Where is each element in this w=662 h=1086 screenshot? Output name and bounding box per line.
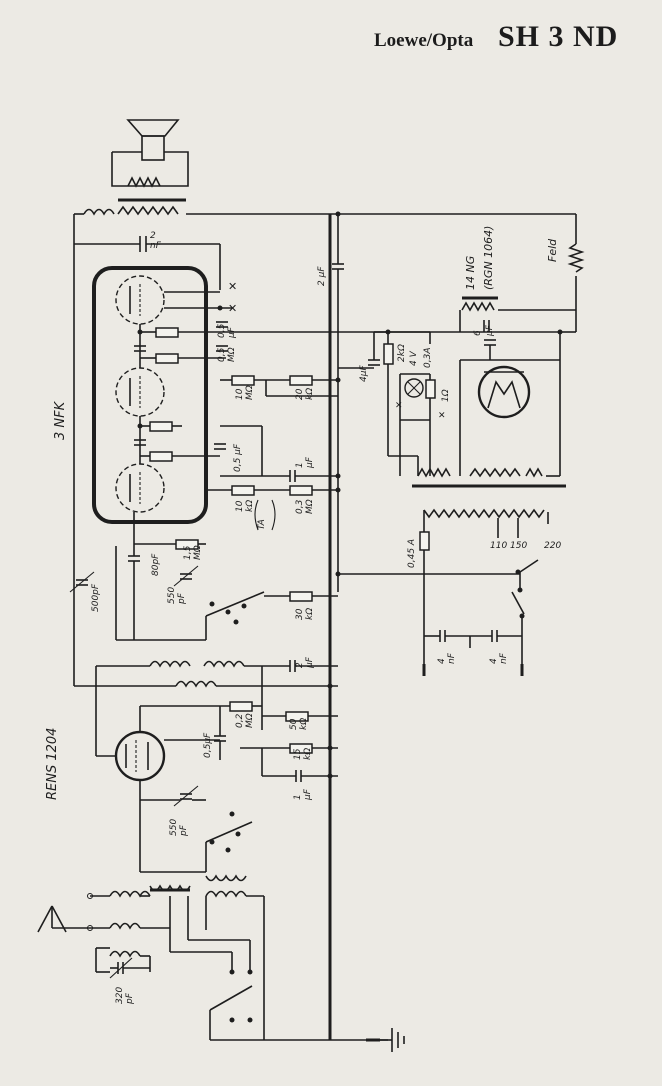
cap-80pf-label: 80pF — [151, 553, 161, 576]
feld-label: Feld — [546, 238, 559, 262]
triode-2-icon — [115, 367, 165, 417]
res-15m-unit: MΩ — [193, 545, 203, 560]
cap-500pf-label: 500pF — [91, 583, 101, 612]
ta-label: TA — [257, 519, 267, 530]
res-02m-label: 0,2 — [235, 713, 245, 728]
tube-rens1204-icon — [114, 730, 166, 782]
res-05m-unit: MΩ — [227, 347, 237, 362]
tube-3nfk-label: 3 NFK — [53, 400, 68, 440]
tube-rgn-label: (RGN 1064) — [482, 226, 495, 290]
loudspeaker-icon — [111, 119, 189, 188]
cap-550pf-a-unit: pF — [177, 592, 187, 605]
cap-05uf-b-label: 0,5 µF — [233, 443, 243, 472]
cap-1uf-unit: µF — [305, 456, 315, 469]
res-1ohm-label: 1Ω — [441, 389, 451, 402]
tube-3nfk-envelope — [92, 266, 208, 524]
ground-icon — [366, 1028, 405, 1052]
res-10m-unit: MΩ — [245, 385, 255, 400]
cap-1uf-label: 1 — [295, 462, 305, 468]
cap-2nf-top-label: 2 — [150, 231, 156, 241]
cap-4nf-a-unit: nF — [447, 652, 457, 664]
cap-1uf-b-unit: µF — [303, 788, 313, 801]
cap-550pf-a-label: 550 — [167, 587, 177, 604]
cap-6uf-label: 6 — [473, 330, 483, 336]
cap-4nf-b-label: 4 — [489, 658, 499, 664]
triode-3-icon — [115, 463, 165, 513]
res-10k-unit: kΩ — [245, 500, 255, 512]
rectifier-tube-icon — [477, 365, 531, 419]
cap-6uf-unit: µF — [485, 324, 495, 337]
band-switch-1-icon — [205, 591, 265, 640]
tube-rens1204-label: RENS 1204 — [45, 728, 60, 800]
cap-550pf-b-label: 550 — [169, 819, 179, 836]
x-mark-1: ✕ — [228, 280, 237, 293]
res-20k-unit: kΩ — [305, 388, 315, 400]
coil-pair-mid-icon — [149, 660, 245, 688]
cap-2uf-b-unit: µF — [305, 656, 315, 669]
res-03m-label: 0,3 — [295, 499, 305, 514]
power-transformer-icon — [412, 467, 566, 519]
band-switch-2-icon — [205, 811, 253, 853]
tap-110-label: 110 — [490, 541, 507, 551]
cap-1uf-b-label: 1 — [293, 794, 303, 800]
x-mark-4: ✕ — [438, 411, 446, 421]
cap-2uf-b-label: 2 — [295, 662, 305, 668]
res-30k-unit: kΩ — [305, 608, 315, 620]
model-label: SH 3 ND — [498, 20, 619, 53]
tap-150-label: 150 — [510, 541, 527, 551]
tap-220-label: 220 — [544, 541, 561, 551]
variable-cap-550pf-a-icon — [173, 565, 199, 587]
tube-14ng-label: 14 NG — [464, 256, 477, 290]
antenna-coils-icon — [109, 874, 247, 958]
output-transformer-icon — [73, 198, 576, 686]
res-2k-label: 2kΩ — [397, 344, 407, 362]
cap-320pf-label: 320 — [115, 987, 125, 1004]
cap-4nf-b-unit: nF — [499, 652, 509, 664]
volt-4v-label: 4 V — [409, 350, 419, 366]
manufacturer-label: Loewe/Opta — [374, 30, 474, 51]
fuse-label: 0,45 A — [407, 539, 417, 568]
x-mark-3: ✕ — [395, 401, 403, 411]
res-15m-label: 1,5 — [183, 545, 193, 560]
cap-320pf-unit: pF — [125, 992, 135, 1005]
res-03m-unit: MΩ — [305, 499, 315, 514]
res-15k-unit: kΩ — [303, 748, 313, 760]
x-mark-2: ✕ — [228, 302, 237, 315]
cap-05uf-label: 0,5 — [217, 323, 227, 338]
res-05m-label: 0,5 — [217, 347, 227, 362]
cap-2uf-vert-label: 2 µF — [317, 266, 327, 286]
cap-4uf-label: 4µF — [359, 365, 369, 382]
res-15k-label: 15 — [293, 748, 303, 760]
res-30k-label: 30 — [295, 608, 305, 620]
res-20k-label: 20 — [295, 388, 305, 400]
res-10m-label: 10 — [235, 388, 245, 400]
cap-2nf-top-unit: nF — [150, 241, 162, 251]
band-switch-3-icon — [209, 969, 253, 1040]
cap-05uf-unit: µF — [227, 326, 237, 339]
res-50k-label: 50 — [289, 718, 299, 730]
cap-4nf-a-label: 4 — [437, 658, 447, 664]
pilot-lamp-icon — [404, 378, 424, 398]
cap-550pf-b-unit: pF — [179, 824, 189, 837]
amp-03a-label: 0,3A — [423, 348, 433, 368]
res-50k-unit: kΩ — [299, 718, 309, 730]
variable-cap-500pf-icon — [69, 571, 95, 593]
variable-cap-550pf-b-icon — [173, 785, 199, 807]
triode-1-icon — [115, 275, 220, 325]
cap-05uf-c-label: 0,5µF — [203, 732, 213, 758]
antenna-icon — [37, 893, 93, 933]
voltage-selector-icon — [511, 559, 539, 619]
res-10k-label: 10 — [235, 500, 245, 512]
res-02m-unit: MΩ — [245, 713, 255, 728]
